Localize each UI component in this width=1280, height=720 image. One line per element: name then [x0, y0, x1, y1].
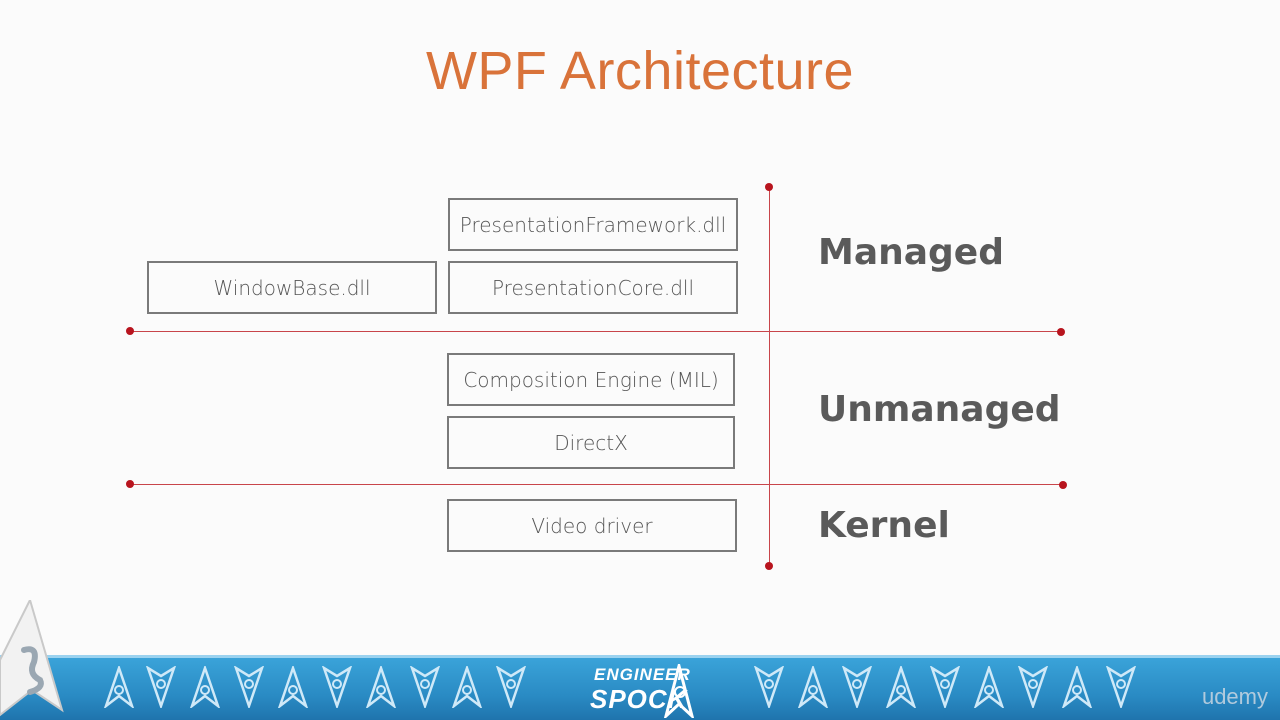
starfleet-insignia-icon [1062, 666, 1092, 708]
unmanaged-kernel-divider [130, 484, 1064, 485]
starfleet-insignia-icon [278, 666, 308, 708]
udemy-logo: udemy [1201, 684, 1268, 709]
starfleet-insignia-icon [798, 666, 828, 708]
directx-box: DirectX [447, 416, 735, 469]
layer-label-managed: Managed [818, 232, 1004, 273]
video-driver-box: Video driver [447, 499, 737, 552]
starfleet-insignia-icon [104, 666, 134, 708]
divider-endpoint [126, 327, 134, 335]
starfleet-insignia-icon [1106, 666, 1136, 708]
divider-endpoint [1059, 481, 1067, 489]
composition-engine-box: Composition Engine (MIL) [447, 353, 735, 406]
divider-endpoint [126, 480, 134, 488]
starfleet-insignia-icon [496, 666, 526, 708]
layer-label-unmanaged: Unmanaged [818, 389, 1061, 430]
axis-endpoint [765, 562, 773, 570]
slide-title: WPF Architecture [425, 41, 855, 101]
brand-line-1: ENGINEER [594, 665, 691, 684]
starfleet-insignia-icon [452, 666, 482, 708]
engineer-spock-logo: ENGINEER SPOCK [588, 660, 698, 720]
starfleet-insignia-icon [234, 666, 264, 708]
divider-endpoint [1057, 328, 1065, 336]
layer-label-kernel: Kernel [818, 505, 950, 546]
brand-insignia-icon [664, 664, 694, 718]
starfleet-insignia-icon [146, 666, 176, 708]
starfleet-insignia-icon [1018, 666, 1048, 708]
starfleet-badge-icon [0, 600, 64, 717]
layer-axis-line [769, 187, 770, 566]
starfleet-insignia-icon [190, 666, 220, 708]
starfleet-insignia-icon [886, 666, 916, 708]
footer-banner: ENGINEER SPOCK udemy [0, 655, 1280, 720]
managed-unmanaged-divider [130, 331, 1062, 332]
presentation-framework-box: PresentationFramework.dll [448, 198, 738, 251]
starfleet-insignia-icon [930, 666, 960, 708]
starfleet-insignia-icon [322, 666, 352, 708]
starfleet-insignia-icon [366, 666, 396, 708]
window-base-box: WindowBase.dll [147, 261, 437, 314]
presentation-core-box: PresentationCore.dll [448, 261, 738, 314]
starfleet-insignia-icon [754, 666, 784, 708]
starfleet-insignia-icon [974, 666, 1004, 708]
axis-endpoint [765, 183, 773, 191]
starfleet-insignia-icon [410, 666, 440, 708]
starfleet-insignia-icon [842, 666, 872, 708]
